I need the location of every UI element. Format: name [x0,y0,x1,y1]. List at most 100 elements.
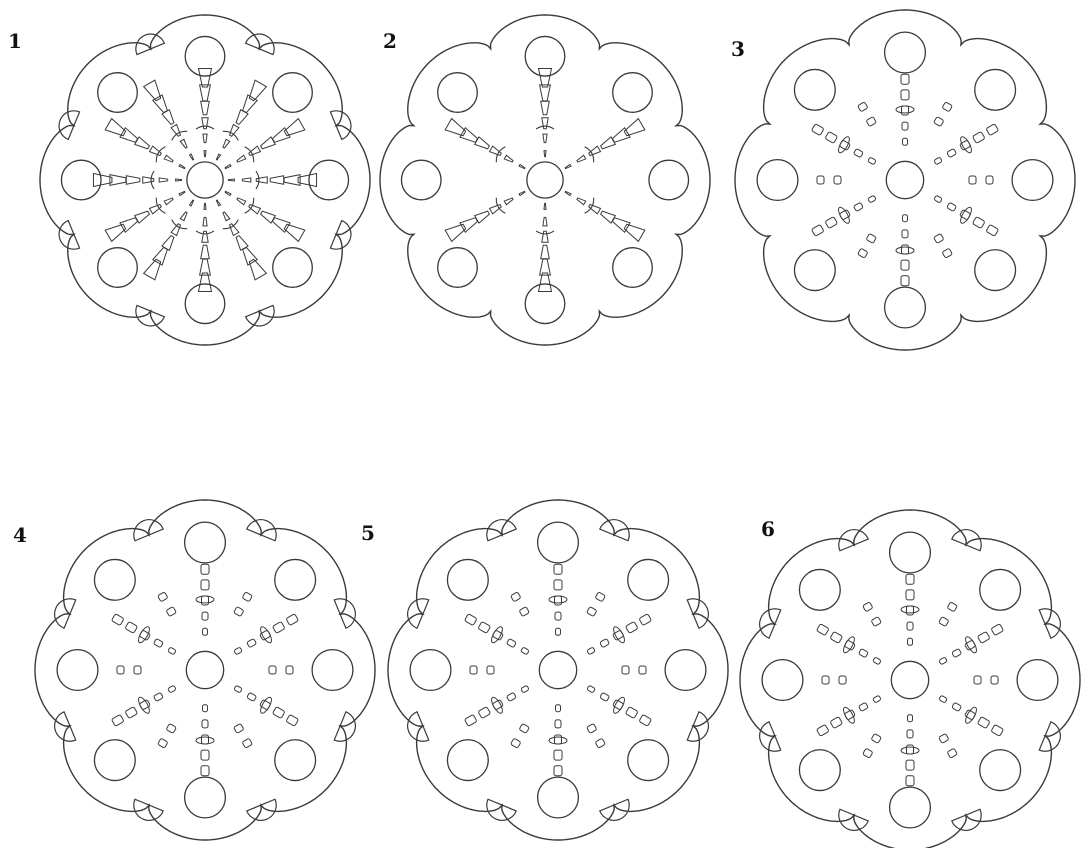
rim-semicircle-slot [759,608,782,640]
spoke [934,195,999,237]
rim-circle-hole [627,558,670,601]
spoke [811,195,876,237]
spoke [444,190,526,243]
spoke [895,73,915,146]
rim-circle-hole [272,72,313,113]
spoke [934,123,999,165]
center-hole [885,160,925,200]
rim-semicircle-slot [133,798,165,821]
panel-number-label: 4 [13,523,27,547]
spoke-minor-marks [157,723,177,748]
spoke-minor-marks [469,665,495,675]
spoke [816,623,881,665]
rim-semicircle-slot [135,304,166,327]
rim-circle-hole [274,558,317,601]
spoke [535,67,555,158]
rim-semicircle-slot [950,529,982,552]
diagram-panel-4: 4 [13,499,376,841]
rim-circle-hole [274,739,317,782]
rim-semicircle-slot [333,710,356,742]
spoke [104,190,186,243]
rim-circle-hole [97,72,138,113]
spoke-minor-marks [233,592,253,617]
spoke [811,123,876,165]
spoke-minor-marks [233,723,253,748]
spoke [195,704,215,777]
spoke [816,695,881,737]
spoke-minor-marks [586,723,606,748]
rim-circle-hole [184,35,226,77]
rim-circle-hole [93,558,136,601]
spoke [195,202,215,293]
spoke-minor-marks [938,733,958,758]
spoke-minor-marks [862,733,882,758]
panel-number-label: 2 [383,29,397,53]
rim-semicircle-slot [245,519,277,542]
spoke-minor-marks [938,602,958,627]
spoke-minor-marks [933,233,953,258]
spoke [564,190,646,243]
rim-circle-hole [979,749,1022,792]
rim-circle-hole [756,158,799,202]
rim-semicircle-slot [244,33,275,56]
spoke-minor-marks [157,592,177,617]
diagram-panel-1: 1 [8,14,371,346]
rim-circle-hole [798,568,841,611]
rim-semicircle-slot [133,519,165,542]
rim-circle-hole [93,739,136,782]
spoke [535,202,555,293]
rim-circle-hole [308,159,350,201]
rim-semicircle-slot [58,110,81,141]
center-hole [186,161,224,199]
rim-circle-hole [97,247,138,288]
spoke [215,79,268,161]
scalloped-outline [379,14,711,346]
spoke [587,613,652,655]
spoke [104,117,186,170]
rim-circle-hole [400,159,442,201]
rim-circle-hole [446,558,489,601]
rim-circle-hole [272,247,313,288]
rim-semicircle-slot [950,808,982,831]
spoke [564,117,646,170]
spoke [548,563,568,636]
rim-circle-hole [536,776,580,819]
rim-semicircle-slot [407,710,430,742]
rim-circle-hole [648,159,690,201]
spoke [224,190,306,243]
rim-semicircle-slot [329,219,352,250]
spoke [234,685,299,727]
rim-circle-hole [612,247,653,288]
rim-circle-hole [883,31,927,74]
rim-circle-hole [761,658,804,702]
rim-semicircle-slot [598,798,630,821]
spoke-minor-marks [816,175,842,185]
spoke [939,623,1004,665]
spoke [900,573,920,646]
rim-semicircle-slot [598,519,630,542]
spoke [142,199,195,281]
spoke [92,170,183,190]
rim-circle-hole [184,283,226,325]
spoke-minor-marks [862,602,882,627]
spoke-minor-marks [857,102,877,127]
spoke-minor-marks [510,592,530,617]
panel-number-label: 5 [361,521,375,545]
center-hole [538,650,578,690]
rim-circle-hole [56,648,99,692]
diagram-panel-3: 3 [731,9,1076,351]
rim-semicircle-slot [686,598,709,630]
spoke-minor-marks [821,675,847,685]
rim-semicircle-slot [58,219,81,250]
rim-circle-hole [437,72,478,113]
rim-semicircle-slot [329,110,352,141]
scalloped-outline [39,14,371,346]
spoke [215,199,268,281]
rim-semicircle-slot [759,720,782,752]
rim-circle-hole [974,249,1017,292]
spoke-minor-marks [857,233,877,258]
spoke [234,613,299,655]
spoke [111,685,176,727]
spoke [464,613,529,655]
spoke [224,117,306,170]
